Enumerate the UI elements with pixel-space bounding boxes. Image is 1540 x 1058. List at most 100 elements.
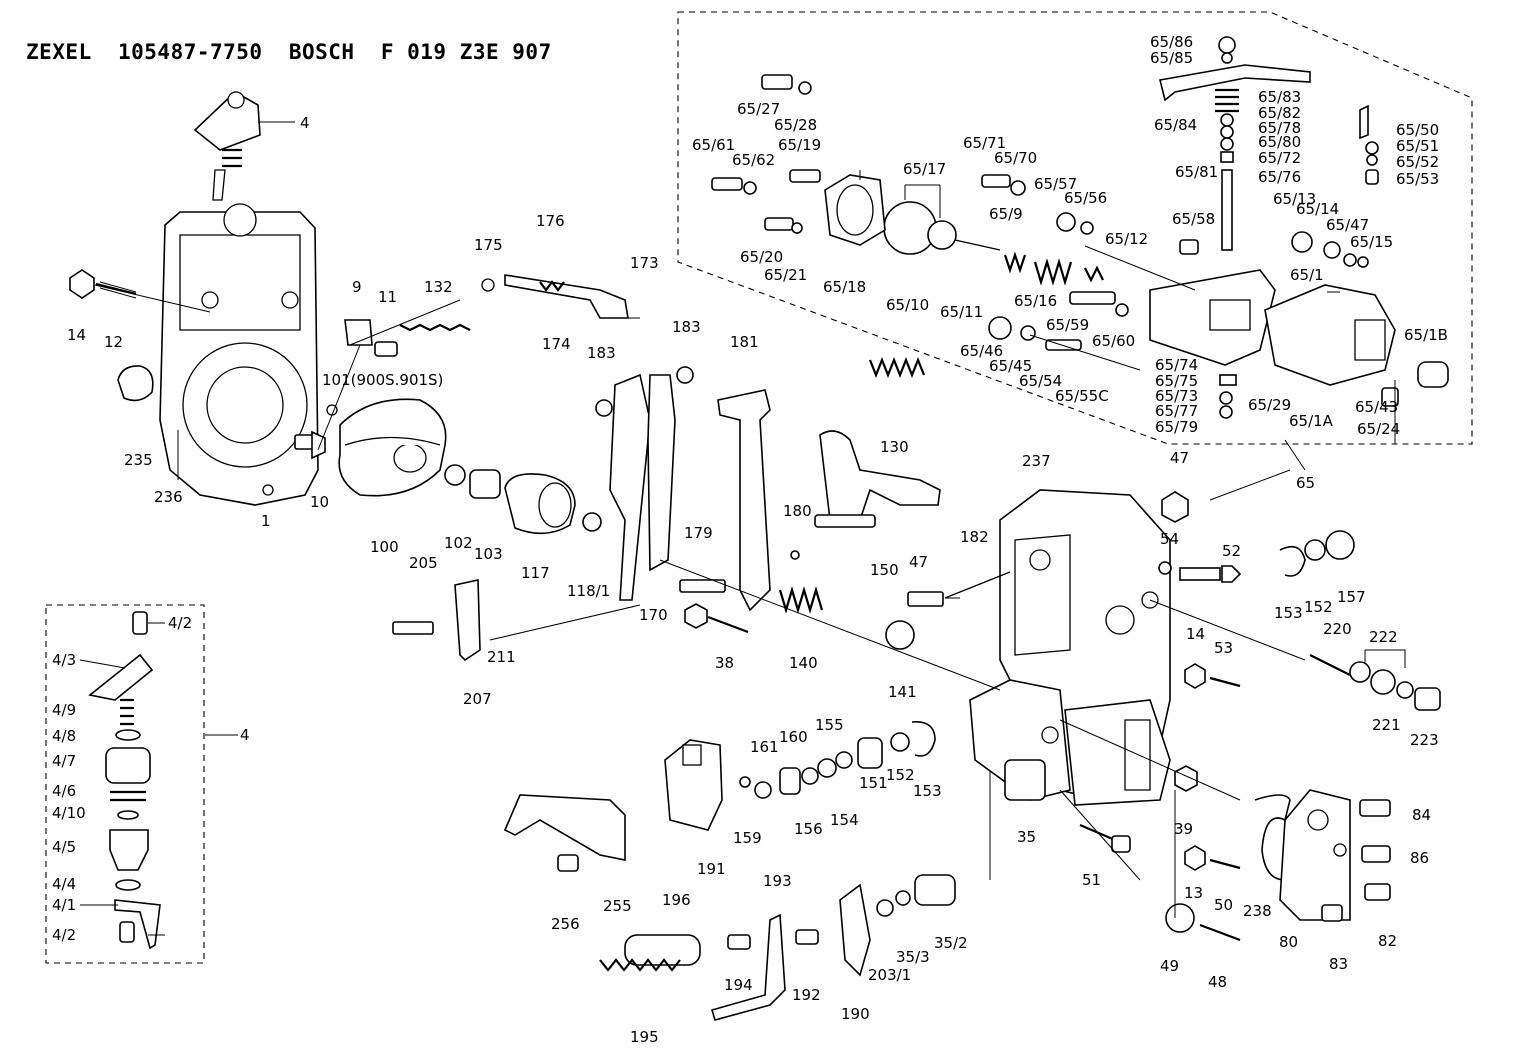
governor-housing: [159, 203, 319, 506]
ring-154: [835, 751, 853, 769]
lever-150: [814, 430, 941, 528]
callout-203-1: 203/1: [868, 966, 911, 984]
callout-65-10: 65/10: [886, 296, 929, 314]
spring-132: [399, 323, 471, 332]
callout-65-60: 65/60: [1092, 332, 1135, 350]
callout-65-14: 65/14: [1296, 200, 1339, 218]
nut-65-70: [1010, 180, 1026, 196]
callout-196: 196: [662, 891, 691, 909]
ring-65-72: [1220, 151, 1234, 163]
bolt-65-20: [764, 217, 794, 231]
washer-65-56: [1080, 221, 1094, 235]
callout-180: 180: [783, 502, 812, 520]
nut-65-60: [1115, 303, 1129, 317]
callout-156: 156: [794, 820, 823, 838]
callout-150: 150: [870, 561, 899, 579]
callout-4-2-top: 4/2: [168, 614, 192, 632]
callout-192: 192: [792, 986, 821, 1004]
rod-65-76: [1221, 169, 1233, 251]
callout-65-11: 65/11: [940, 303, 983, 321]
callout-65-20: 65/20: [740, 248, 783, 266]
washer-65-28: [798, 81, 812, 95]
ring-65-73: [1219, 391, 1233, 405]
callout-13: 13: [1184, 884, 1203, 902]
leader-lines: [79, 121, 1406, 936]
callout-65-9: 65/9: [989, 205, 1023, 223]
callout-4-6: 4/6: [52, 782, 76, 800]
housing-65-18: [824, 174, 886, 246]
bolt-194: [727, 934, 751, 950]
callout-65-53: 65/53: [1396, 170, 1439, 188]
callout-14: 14: [67, 326, 86, 344]
pin-65-50: [1359, 104, 1369, 140]
callout-207: 207: [463, 690, 492, 708]
ring-222b: [1396, 681, 1414, 699]
flyweight-holder-100: [338, 398, 447, 497]
callout-182: 182: [960, 528, 989, 546]
callout-155: 155: [815, 716, 844, 734]
bolt-256: [557, 854, 579, 872]
callout-152b: 152: [886, 766, 915, 784]
callout-52: 52: [1222, 542, 1241, 560]
callout-65-16: 65/16: [1014, 292, 1057, 310]
bolt-86: [1361, 845, 1391, 863]
callout-4-10: 4/10: [52, 804, 86, 822]
callout-1: 1: [261, 512, 271, 530]
screw-65-24: [1381, 387, 1399, 407]
callout-65-13: 65/13: [1273, 190, 1316, 208]
callout-140: 140: [789, 654, 818, 672]
spring-65-16: [1033, 258, 1073, 286]
spring-130: [868, 357, 926, 378]
callout-35: 35: [1017, 828, 1036, 846]
bolt-47: [907, 591, 944, 607]
washer-65-14: [1323, 241, 1341, 259]
ring-222a: [1349, 661, 1371, 683]
callout-191: 191: [697, 860, 726, 878]
callout-65-21: 65/21: [764, 266, 807, 284]
sleeve-160: [779, 767, 801, 795]
callout-53: 53: [1214, 639, 1233, 657]
callout-65-76: 65/76: [1258, 168, 1301, 186]
ring-65-82: [1220, 113, 1234, 127]
callout-195: 195: [630, 1028, 659, 1046]
callout-65-17: 65/17: [903, 160, 946, 178]
bolt-12: [69, 269, 137, 299]
lever-4-1: [114, 899, 161, 950]
callout-65-82: 65/82: [1258, 104, 1301, 122]
callout-84: 84: [1412, 806, 1431, 824]
washer-35-3: [895, 890, 911, 906]
callout-65-28: 65/28: [774, 116, 817, 134]
rod-182: [944, 571, 1011, 599]
callout-205: 205: [409, 554, 438, 572]
callout-80: 80: [1279, 933, 1298, 951]
lever-174: [481, 274, 629, 319]
callout-238: 238: [1243, 902, 1272, 920]
plate-207: [454, 579, 481, 662]
pin-159: [739, 776, 751, 788]
ring-65-80: [1220, 137, 1234, 151]
callout-102: 102: [444, 534, 473, 552]
bolt-192: [795, 929, 819, 945]
bolt-51: [1079, 823, 1131, 853]
group-65-boundary: [677, 11, 1473, 445]
lever-35: [1004, 759, 1046, 801]
callout-152a: 152: [1304, 598, 1333, 616]
bolt-52: [1158, 561, 1242, 583]
callout-65-75: 65/75: [1155, 372, 1198, 390]
ring-65-52: [1366, 154, 1378, 166]
callout-190: 190: [841, 1005, 870, 1023]
callout-11: 11: [378, 288, 397, 306]
callout-65-74: 65/74: [1155, 356, 1198, 374]
bolt-48: [1199, 923, 1241, 942]
ring-152-bottom: [890, 732, 910, 752]
ring-65-78: [1220, 125, 1234, 139]
nut-65-46: [988, 316, 1012, 340]
callout-117: 117: [521, 564, 550, 582]
callout-65-46: 65/46: [960, 342, 1003, 360]
spring-195: [599, 958, 681, 972]
spring-4-6: [110, 790, 146, 802]
callout-175: 175: [474, 236, 503, 254]
callout-49: 49: [1160, 957, 1179, 975]
callout-157: 157: [1337, 588, 1366, 606]
washer-4-4: [115, 879, 141, 891]
